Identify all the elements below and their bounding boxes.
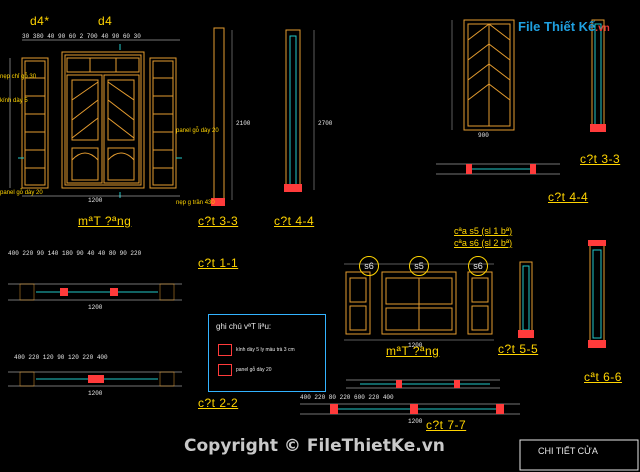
- note-door-s6: cªa s6 (sl 2 bª): [454, 238, 513, 248]
- single-door-elevation: [463, 19, 515, 131]
- view-title-mat-dung-2[interactable]: mªT ?ªng: [386, 344, 440, 358]
- note-nep-tran: nẹp g trần 430: [176, 200, 215, 206]
- dim-row-top: 30 380 40 90 60 2 700 40 90 60 30: [22, 33, 141, 40]
- sheet-title: CHI TIẾT CỬA: [538, 446, 598, 456]
- plan-cat-4-4-right: [436, 163, 560, 175]
- label-d4-mid: d4: [98, 14, 113, 28]
- view-title-cat-4-4-a[interactable]: c?t 4-4: [274, 214, 315, 228]
- view-title-cat-4-4-b[interactable]: c?t 4-4: [548, 190, 589, 204]
- vertical-sections-left: [213, 27, 301, 205]
- window-elevation: [345, 271, 493, 335]
- view-title-cat-3-3-b[interactable]: c?t 3-3: [580, 152, 621, 166]
- title-block: [519, 439, 639, 471]
- dim-height-2100: 2100: [236, 120, 251, 127]
- legend-swatch-glass: [218, 344, 232, 356]
- section-markers: [18, 44, 182, 198]
- note-panel-left: panel gỗ dày 20: [0, 190, 43, 196]
- dim-row-cat-2-2: 400 220 120 90 120 220 400: [14, 354, 108, 361]
- plan-small-mid: [346, 379, 500, 389]
- plan-cat-1-1: [8, 283, 182, 301]
- plan-cat-2-2: [8, 371, 182, 387]
- dim-width-900: 900: [478, 132, 489, 139]
- tag-s6-right[interactable]: s6: [468, 256, 488, 276]
- logo-suffix-text: .vn: [595, 23, 610, 34]
- view-title-mat-dung-1[interactable]: mªT ?ªng: [78, 214, 132, 228]
- section-hatches-left: [211, 184, 302, 206]
- section-5-5: [519, 243, 605, 345]
- tag-s6-left[interactable]: s6: [359, 256, 379, 276]
- view-title-cat-2-2[interactable]: c?t 2-2: [198, 396, 239, 410]
- dim-width-1200-a: 1200: [88, 197, 103, 204]
- elevation-dims: [9, 39, 180, 197]
- dim-row-cat-1-1: 400 220 90 140 180 90 40 40 80 90 220: [8, 250, 142, 257]
- dim-width-1200-b: 1200: [88, 304, 103, 311]
- tag-s5[interactable]: s5: [409, 256, 429, 276]
- legend-title: ghi chú vªT liªu:: [216, 322, 272, 331]
- view-title-cat-1-1[interactable]: c?t 1-1: [198, 256, 239, 270]
- view-title-cat-6-6[interactable]: cªt 6-6: [584, 370, 622, 384]
- note-kinh: kính dày 5: [0, 98, 28, 104]
- dim-row-cat-7-7: 400 220 80 220 600 220 400: [300, 394, 394, 401]
- dim-width-1200-e: 1200: [408, 418, 423, 425]
- note-door-s5: cªa s5 (sl 1 bª): [454, 226, 513, 236]
- site-logo-text[interactable]: File Thiết Kế.vn: [518, 19, 610, 34]
- dim-width-1200-c: 1200: [88, 390, 103, 397]
- main-door-elevation: [21, 51, 177, 189]
- legend-row-panel: panel gỗ dày 20: [236, 367, 272, 373]
- view-title-cat-3-3-a[interactable]: c?t 3-3: [198, 214, 239, 228]
- label-d4-left: d4*: [30, 14, 50, 28]
- dim-height-2700: 2700: [318, 120, 333, 127]
- legend-swatch-panel: [218, 364, 232, 376]
- dim-width-1200-d: 1200: [408, 342, 423, 349]
- logo-main-text: File Thiết Kế: [518, 19, 596, 34]
- note-nep-chi: nẹp chỉ gỗ 30: [0, 74, 37, 80]
- view-title-cat-5-5[interactable]: c?t 5-5: [498, 342, 539, 356]
- legend-row-glass: kính dày 5 ly màu trà 3 cm: [236, 347, 295, 353]
- legend-box: [208, 314, 326, 392]
- view-title-cat-7-7[interactable]: c?t 7-7: [426, 418, 467, 432]
- note-panel-right: panel gỗ dày 20: [176, 128, 219, 134]
- copyright-watermark: Copyright © FileThietKe.vn: [184, 436, 445, 456]
